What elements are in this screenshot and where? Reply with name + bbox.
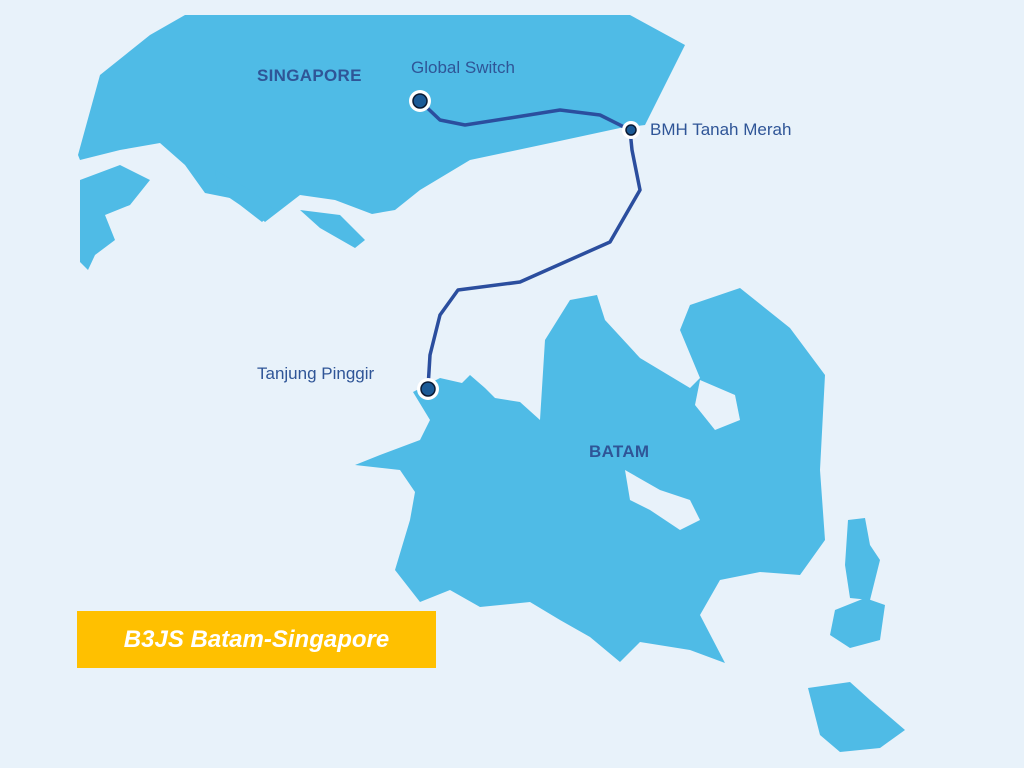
station-label-global-switch: Global Switch <box>411 58 515 77</box>
map-title: B3JS Batam-Singapore <box>123 625 390 653</box>
station-bmh-tanah-merah-marker[interactable] <box>622 121 640 139</box>
b3js-cable-route <box>418 99 642 389</box>
station-label-bmh-tanah-merah: BMH Tanah Merah <box>650 120 792 139</box>
station-label-tanjung-pinggir: Tanjung Pinggir <box>257 364 375 383</box>
singapore-landmass <box>78 15 685 270</box>
batam-landmass <box>355 288 905 752</box>
station-global-switch-marker[interactable] <box>409 90 431 112</box>
batam-inlets <box>625 380 740 530</box>
station-tanjung-pinggir-marker[interactable] <box>417 378 439 400</box>
region-label-singapore: SINGAPORE <box>257 66 362 85</box>
region-label-batam: BATAM <box>589 442 650 461</box>
map-title-banner: B3JS Batam-Singapore <box>77 611 436 668</box>
